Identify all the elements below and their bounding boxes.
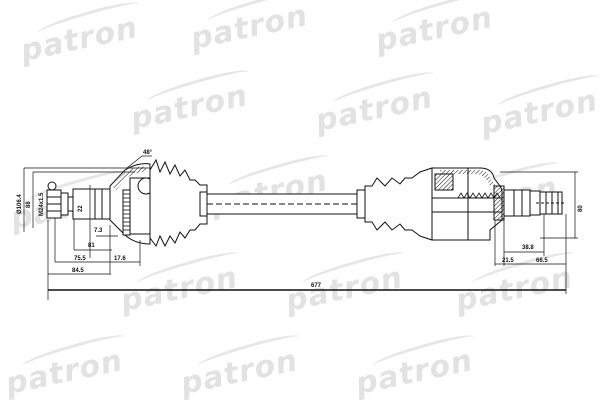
left-boot: [149, 158, 208, 248]
dim-boot-angle: 48°: [143, 150, 153, 156]
dim-left-housing-dia: 88: [26, 201, 32, 208]
dim-left-75-5: 75.5: [74, 256, 86, 262]
dim-left-17-6: 17.6: [114, 256, 126, 262]
dim-overall-length: 677: [311, 283, 322, 289]
right-boot: [364, 167, 433, 241]
right-tripod-housing: [431, 167, 505, 241]
dim-left-stub-dia: 22: [78, 205, 84, 212]
shaft: [199, 189, 366, 219]
dimension-lines: [23, 155, 578, 300]
dim-left-stub-thread: M24x1.5: [39, 192, 45, 216]
dim-right-21-5: 21.5: [502, 258, 514, 264]
dim-left-outer-dia: Ø106.4: [17, 194, 23, 214]
left-stub: [46, 181, 111, 220]
dim-right-dia: 80: [578, 205, 584, 212]
dim-left-offset: 7.3: [94, 228, 103, 234]
dim-left-84-5: 84.5: [72, 268, 84, 274]
dim-right-66-5: 66.5: [536, 258, 548, 264]
right-stub: [503, 189, 566, 217]
dim-right-38-8: 38.8: [522, 245, 534, 251]
dim-left-81: 81: [88, 243, 95, 249]
